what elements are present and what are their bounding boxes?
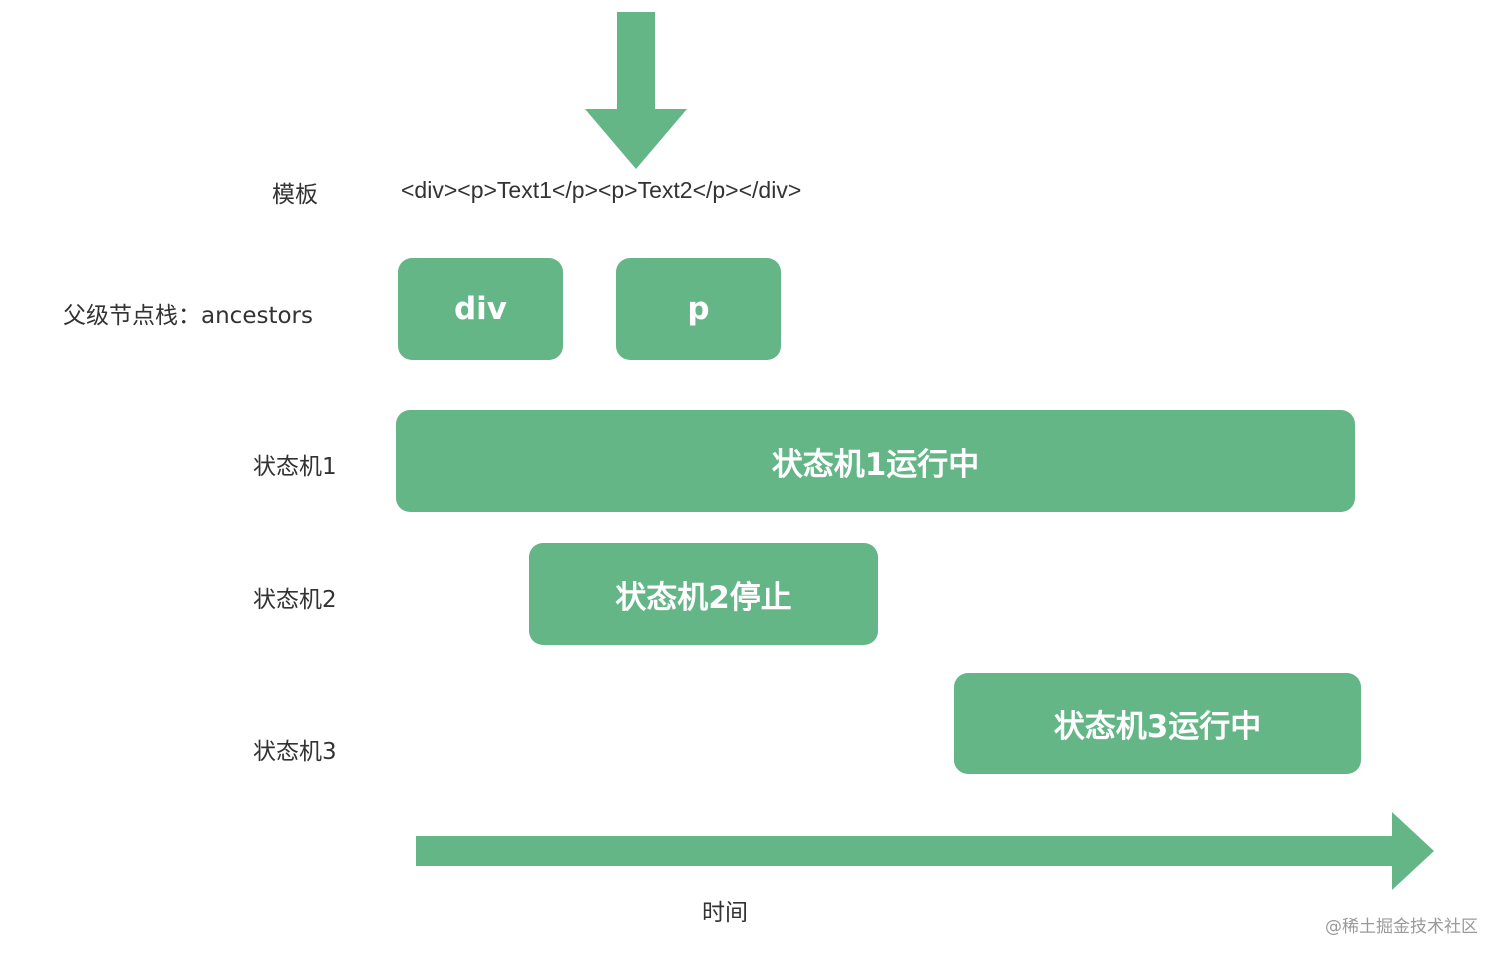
time-arrow-icon (416, 812, 1434, 890)
time-axis-label: 时间 (702, 900, 748, 926)
ancestor-node-div: div (398, 258, 563, 360)
template-label: 模板 (272, 182, 318, 208)
ancestors-label: 父级节点栈：ancestors (63, 303, 313, 329)
ancestor-node-p: p (616, 258, 781, 360)
state-machine-2-bar: 状态机2停止 (529, 543, 878, 645)
state-machine-3-label: 状态机3 (253, 739, 337, 765)
state-machine-3-bar: 状态机3运行中 (954, 673, 1361, 774)
template-string: <div><p>Text1</p><p>Text2</p></div> (401, 177, 802, 203)
down-arrow-icon (585, 12, 687, 169)
watermark: @稀土掘金技术社区 (1325, 917, 1478, 937)
state-machine-1-label: 状态机1 (253, 454, 337, 480)
state-machine-1-bar: 状态机1运行中 (396, 410, 1355, 512)
state-machine-2-label: 状态机2 (253, 587, 337, 613)
